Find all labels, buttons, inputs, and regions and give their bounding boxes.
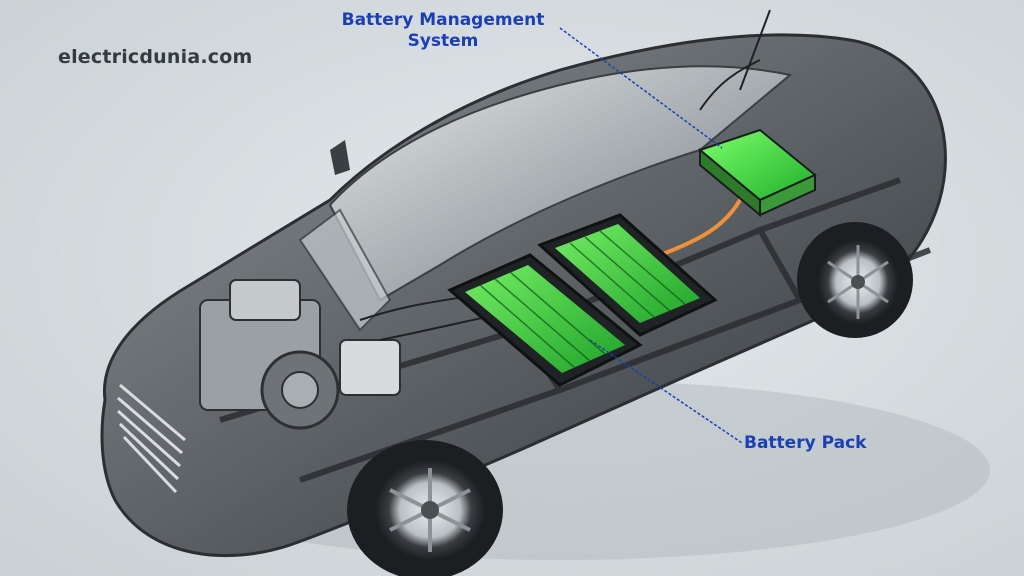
- front-wheel: [347, 440, 503, 576]
- side-window: [298, 208, 392, 332]
- side-mirror: [330, 140, 350, 175]
- motor-assembly: [199, 279, 401, 430]
- windshield-glass: [328, 65, 793, 302]
- bms-module-graphic: [697, 128, 817, 218]
- bms-label-line1: Battery Management: [341, 10, 545, 30]
- front-grille: [117, 383, 186, 494]
- rear-wheel: [797, 222, 913, 338]
- battery-pack-label: Battery Pack: [744, 433, 867, 453]
- bms-label-line2: System: [407, 31, 479, 51]
- orange-hv-cable: [659, 189, 747, 257]
- battery-pack-callout-line: [589, 339, 743, 444]
- site-watermark: electricdunia.com: [58, 46, 253, 68]
- bms-callout-line: [559, 27, 723, 149]
- battery-pack-graphic: [447, 213, 718, 387]
- bms-label: Battery Management System: [336, 10, 550, 52]
